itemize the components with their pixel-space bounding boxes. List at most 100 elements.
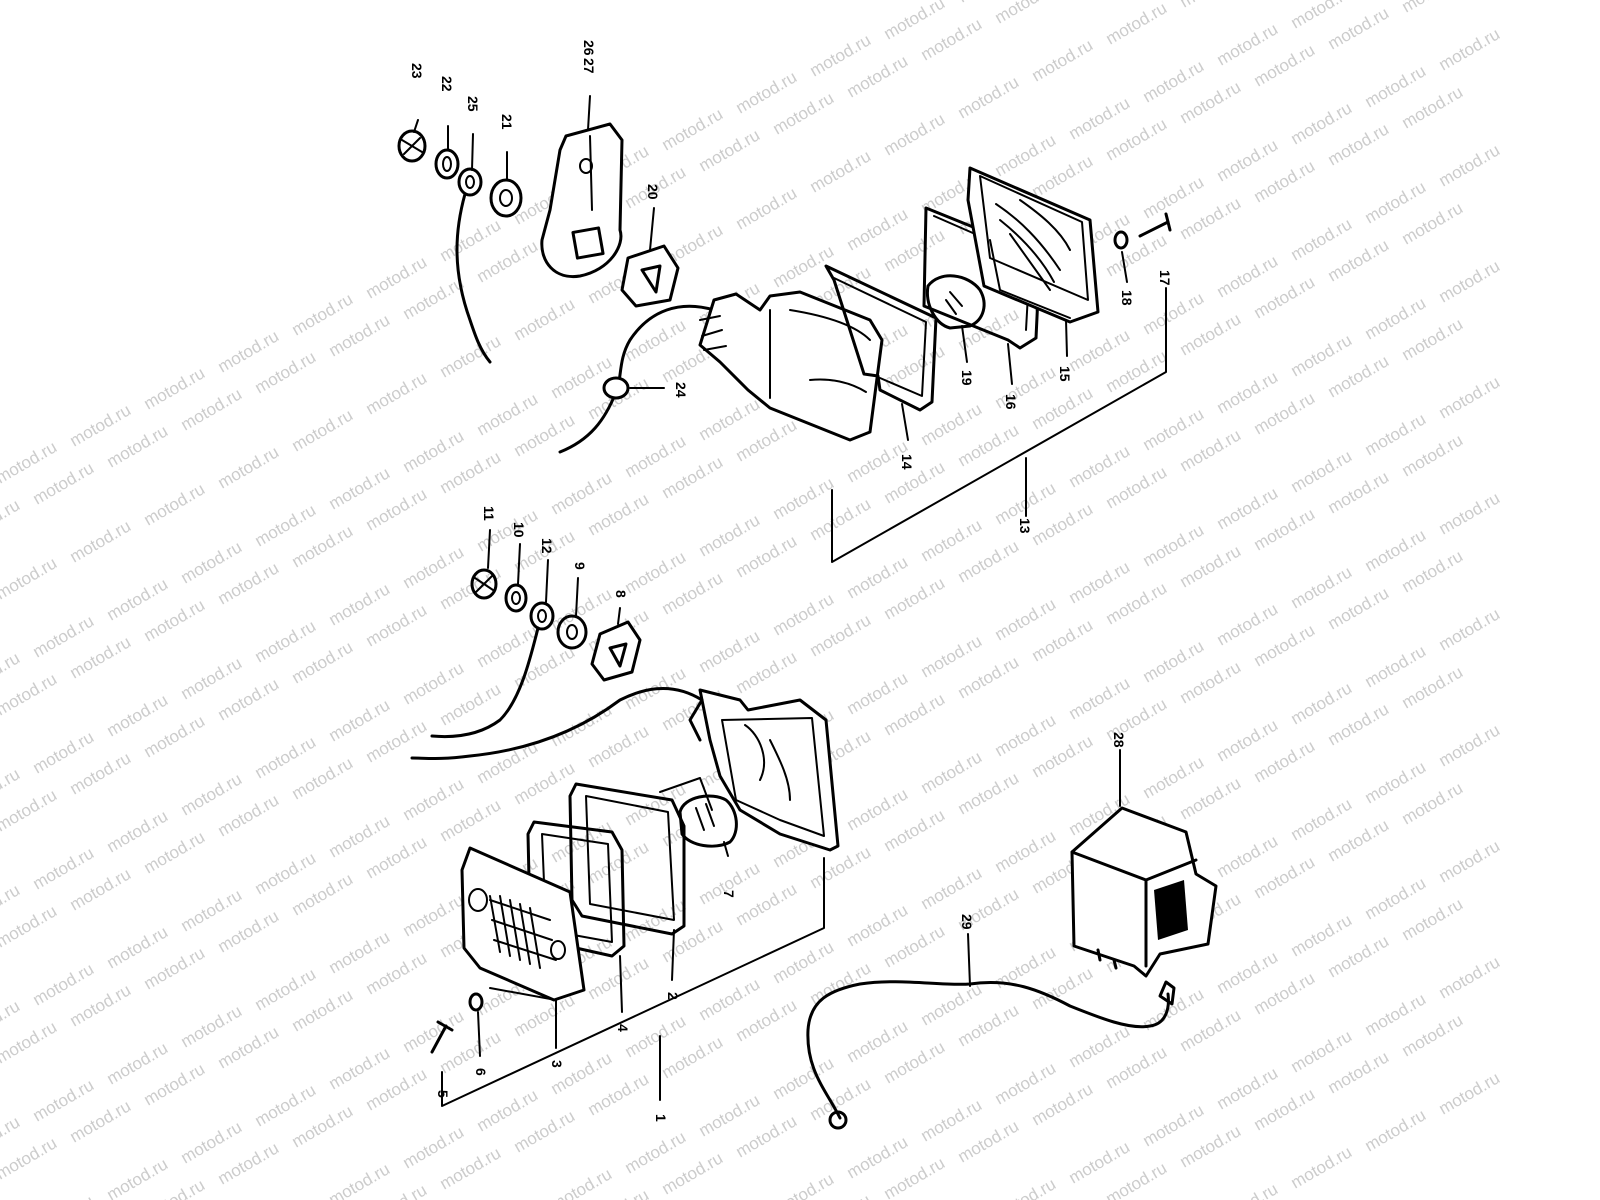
watermark-text: motod.ru [1325,1047,1393,1097]
watermark-text: motod.ru [215,790,283,840]
watermark-text: motod.ru [67,864,135,914]
watermark-text: motod.ru [1362,1105,1430,1155]
callout-4: 4 [615,1024,631,1032]
callout-8: 8 [613,590,629,598]
screw-17 [1138,212,1172,238]
lower-turn-signal-assembly [410,529,840,1107]
watermark-text: motod.ru [881,805,949,855]
leader-29 [967,933,971,987]
watermark-text: motod.ru [955,768,1023,818]
watermark-text: motod.ru [1325,699,1393,749]
upper-turn-signal-assembly [397,95,1172,563]
watermark-text: motod.ru [881,573,949,623]
watermark-text: motod.ru [0,495,23,545]
callout-19: 19 [959,370,975,386]
leader-4 [619,955,623,1013]
watermark-text: motod.ru [1251,388,1319,438]
watermark-text: motod.ru [437,679,505,729]
watermark-text: motod.ru [955,1000,1023,1050]
watermark-text: motod.ru [918,14,986,64]
leader-6 [477,1011,481,1057]
watermark-text: motod.ru [1399,1010,1467,1060]
gasket-2 [568,782,686,936]
watermark-text: motod.ru [1325,351,1393,401]
watermark-text: motod.ru [1103,0,1171,48]
turn-signal-lead [410,686,704,760]
callout-labels: 23 22 25 21 26 27 20 24 14 19 16 15 18 1… [409,40,1173,1122]
watermark-text: motod.ru [1436,836,1504,886]
watermark-text: motod.ru [1436,952,1504,1002]
watermark-text: motod.ru [252,347,320,397]
watermark-text: motod.ru [289,405,357,455]
watermark-text: motod.ru [141,711,209,761]
watermark-text: motod.ru [67,980,135,1030]
watermark-text: motod.ru [1029,35,1097,85]
watermark-text: motod.ru [363,484,431,534]
watermark-text: motod.ru [585,489,653,539]
leader-14 [901,403,909,441]
watermark-text: motod.ru [104,421,172,471]
callout-24: 24 [673,382,689,398]
watermark-text: motod.ru [0,553,60,603]
watermark-text: motod.ru [1029,383,1097,433]
watermark-text: motod.ru [437,795,505,845]
callout-25: 25 [465,96,481,112]
ground-lead-12 [430,601,555,739]
watermark-text: motod.ru [0,785,60,835]
leader-9 [575,577,579,617]
watermark-text: motod.ru [1399,662,1467,712]
watermark-text: motod.ru [1325,583,1393,633]
callout-3: 3 [549,1060,565,1068]
grommet-20 [620,244,680,308]
watermark-text: motod.ru [1103,578,1171,628]
watermark-text: motod.ru [733,995,801,1045]
callout-26: 26 [581,40,597,56]
leader-20 [649,207,655,251]
watermark-text: motod.ru [1251,156,1319,206]
watermark-text: motod.ru [67,516,135,566]
watermark-text: motod.ru [807,610,875,660]
watermark-text: motod.ru [141,479,209,529]
watermark-text: motod.ru [1325,235,1393,285]
watermark-text: motod.ru [437,1143,505,1193]
bulb-19 [925,274,986,330]
watermark-text: motod.ru [30,458,98,508]
watermark-layer: motod.rumotod.rumotod.rumotod.rumotod.ru… [0,0,1503,1200]
watermark-text: motod.ru [585,721,653,771]
watermark-text: motod.ru [104,1154,172,1200]
watermark-text: motod.ru [511,294,579,344]
watermark-text: motod.ru [1325,931,1393,981]
assembly-bracket-13 [831,287,1167,563]
watermark-text: motod.ru [770,88,838,138]
leader-15 [1065,319,1068,357]
leader-10 [517,543,521,585]
callout-5: 5 [435,1090,451,1098]
washer-18 [1113,230,1129,250]
watermark-text: motod.ru [881,225,949,275]
watermark-text: motod.ru [215,1022,283,1072]
watermark-text: motod.ru [807,146,875,196]
watermark-text: motod.ru [770,1169,838,1200]
watermark-text: motod.ru [363,1064,431,1114]
watermark-text: motod.ru [215,1138,283,1188]
watermark-text: motod.ru [1103,1042,1171,1092]
watermark-text: motod.ru [733,879,801,929]
watermark-text: motod.ru [511,758,579,808]
watermark-text: motod.ru [1251,736,1319,786]
watermark-text: motod.ru [881,1037,949,1087]
watermark-text: motod.ru [659,1032,727,1082]
leader-19 [961,325,968,363]
watermark-text: motod.ru [1251,852,1319,902]
nut-11 [470,568,498,600]
watermark-text: motod.ru [215,906,283,956]
watermark-text: motod.ru [289,985,357,1035]
watermark-text: motod.ru [881,689,949,739]
leader-12 [545,559,549,603]
callout-17: 17 [1157,270,1173,286]
watermark-text: motod.ru [437,1027,505,1077]
watermark-text: motod.ru [474,236,542,286]
watermark-text: motod.ru [807,494,875,544]
watermark-text: motod.ru [1103,462,1171,512]
grommet-8 [590,620,642,682]
watermark-text: motod.ru [400,273,468,323]
